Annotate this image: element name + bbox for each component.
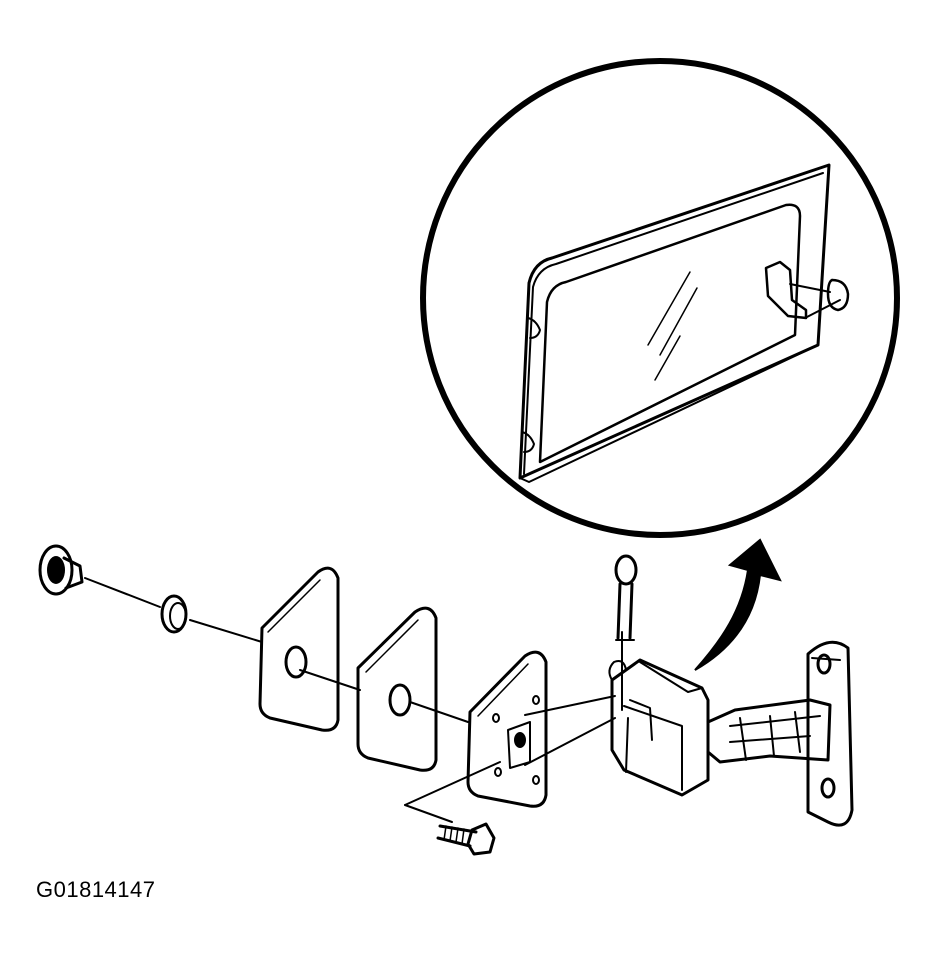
side-window-glass: [518, 163, 831, 483]
alignment-lines: [84, 577, 623, 823]
mounting-bolt: [436, 822, 496, 856]
window-detail-inset: [420, 58, 900, 538]
hinge-mounting-plate: [466, 650, 548, 808]
figure-id-label: G01814147: [36, 877, 156, 902]
hinge-pin: [614, 554, 638, 641]
body-mounting-bracket: [806, 640, 854, 827]
window-latch-detail: [764, 260, 850, 320]
washer-ring: [160, 594, 188, 634]
window-latch-body: [608, 658, 710, 797]
push-nut-cap: [38, 544, 84, 596]
hinge-arm: [706, 698, 832, 764]
spacer-plate-2: [356, 606, 438, 772]
detail-callout-arrow: [694, 538, 782, 671]
spacer-plate-1: [258, 566, 340, 732]
